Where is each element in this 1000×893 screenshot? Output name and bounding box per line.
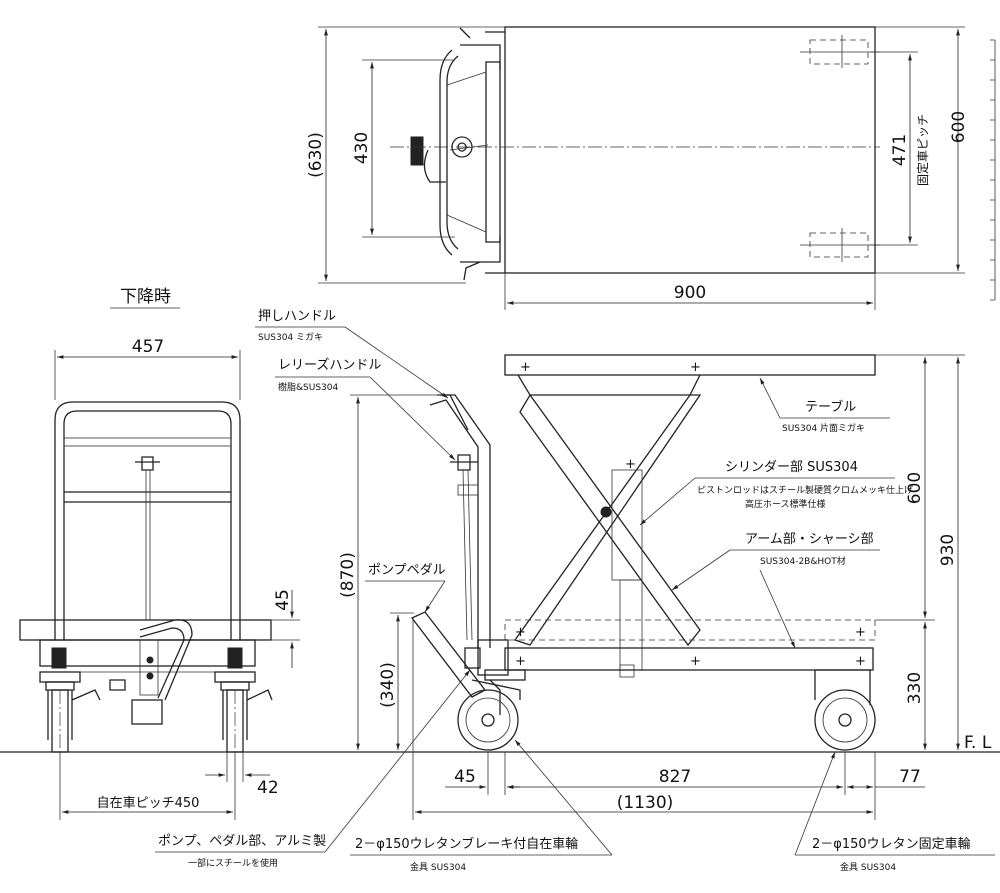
dim-top-table-length: 900 (674, 283, 706, 303)
svg-text:+: + (855, 625, 866, 640)
dim-side-overall-length: (1130) (617, 793, 674, 813)
fixed-caster-wheel (814, 689, 876, 751)
callout-pump-pedal-title: ポンプペダル (368, 563, 446, 578)
svg-text:+: + (690, 654, 701, 669)
callout-release-handle-title: レリーズハンドル (278, 357, 381, 373)
callout-cylinder-sub2: 高圧ホース標準仕様 (745, 498, 826, 510)
svg-text:+: + (515, 625, 526, 640)
svg-text:+: + (690, 360, 701, 375)
dim-top-handle-width: 430 (352, 132, 372, 164)
svg-text:+: + (625, 457, 636, 472)
dim-top-caster-pitch: 471 (890, 134, 910, 166)
dim-front-width: 457 (132, 337, 164, 357)
callout-table-title: テーブル (805, 399, 856, 415)
dim-side-max-height: 930 (938, 534, 958, 566)
release-knob (410, 136, 424, 166)
callout-pump-part-title: ポンプ、ペダル部、アルミ製 (158, 834, 326, 849)
dim-side-lift: 600 (905, 472, 925, 504)
swivel-caster-wheel (457, 689, 519, 751)
dim-front-table-thickness: 45 (273, 589, 293, 611)
svg-text:+: + (855, 654, 866, 669)
callout-caster-swivel-title: 2－φ150ウレタンブレーキ付自在車輪 (355, 836, 578, 852)
svg-text:+: + (520, 360, 531, 375)
dim-side-pedal-height: (340) (378, 662, 398, 708)
callout-arm-chassis-sub: SUS304-2B&HOT材 (760, 555, 846, 567)
callout-release-handle-sub: 樹脂&SUS304 (278, 381, 338, 393)
dim-side-min-height: 330 (905, 672, 925, 704)
callout-caster-fixed-sub: 金具 SUS304 (840, 861, 896, 873)
top-view-dimensions: (630) 430 471 固定車ピッチ 600 900 (306, 26, 969, 310)
callout-push-handle-sub: SUS304 ミガキ (258, 332, 323, 343)
front-view-dimensions: 457 45 42 自在車ピッチ450 (54, 337, 300, 820)
callout-cylinder-title: シリンダー部 SUS304 (725, 460, 858, 475)
side-view-dimensions: (870) (340) 600 330 930 45 827 77 (1130) (338, 354, 965, 820)
dim-side-rear-offset: 77 (899, 767, 921, 787)
top-view (390, 26, 996, 301)
dim-top-caster-pitch-label: 固定車ピッチ (915, 114, 930, 186)
floor-label: F. L (964, 733, 992, 753)
callout-table-sub: SUS304 片面ミガキ (782, 422, 865, 434)
callout-caster-fixed-title: 2－φ150ウレタン固定車輪 (812, 836, 971, 852)
dim-top-table-width: 600 (949, 111, 969, 143)
callout-caster-swivel-sub: 金具 SUS304 (410, 861, 466, 873)
callout-push-handle-title: 押しハンドル (258, 309, 336, 324)
side-view: + + + + + + + + (410, 354, 876, 751)
dim-side-front-offset: 45 (454, 767, 476, 787)
callouts: 押しハンドル SUS304 ミガキ レリーズハンドル 樹脂&SUS304 ポンプ… (155, 309, 995, 873)
front-view: 下降時 (19, 287, 273, 753)
dim-side-wheelbase: 827 (659, 767, 691, 787)
dim-front-wheel-pitch: 自在車ピッチ450 (97, 796, 200, 811)
front-view-caption: 下降時 (120, 287, 171, 307)
dim-front-wheel-width: 42 (257, 778, 279, 798)
callout-arm-chassis-title: アーム部・シャーシ部 (745, 532, 874, 547)
callout-pump-part-sub: 一部にスチールを使用 (188, 857, 278, 869)
dim-top-overall-width: (630) (306, 132, 326, 178)
callout-cylinder-sub1: ピストンロッドはスチール製硬質クロムメッキ仕上げ (697, 484, 913, 496)
svg-text:+: + (515, 654, 526, 669)
dim-side-handle-height: (870) (338, 552, 358, 598)
